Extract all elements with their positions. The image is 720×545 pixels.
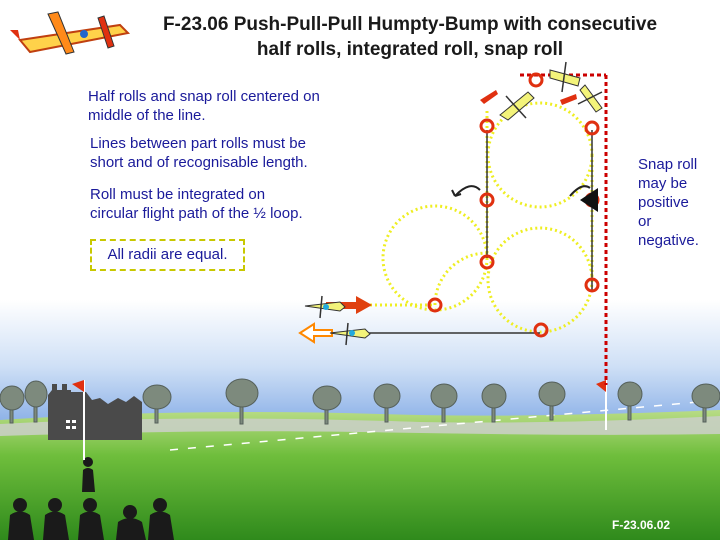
roll-markers bbox=[427, 72, 600, 338]
tree bbox=[312, 385, 342, 425]
judge-figure bbox=[148, 498, 174, 540]
tree bbox=[617, 381, 643, 421]
tree bbox=[691, 383, 720, 423]
roll-marker bbox=[479, 192, 495, 208]
aircraft-top bbox=[549, 61, 581, 93]
roll-marker bbox=[479, 254, 495, 270]
title-line-1: F-23.06 Push-Pull-Pull Humpty-Bump with … bbox=[162, 14, 658, 35]
boxed-note-text: All radii are equal. bbox=[107, 246, 228, 263]
roll-arrow bbox=[569, 185, 591, 197]
note-line: short and of recognisable length. bbox=[90, 154, 308, 171]
note-line: circular flight path of the ½ loop. bbox=[90, 205, 303, 222]
page-title: F-23.06 Push-Pull-Pull Humpty-Bump with … bbox=[120, 12, 700, 62]
roll-arrow bbox=[454, 185, 481, 197]
aircraft-top bbox=[577, 84, 603, 113]
roll-marker bbox=[584, 277, 600, 293]
runway bbox=[0, 416, 720, 436]
title-line-2: half rolls, integrated roll, snap roll bbox=[256, 39, 564, 60]
aircraft-top-group bbox=[480, 61, 603, 121]
tree bbox=[225, 378, 259, 425]
note-lines-between: Lines between part rolls must be short a… bbox=[90, 134, 308, 172]
tree bbox=[24, 380, 48, 423]
grass-field bbox=[0, 410, 720, 540]
note-line: positive bbox=[638, 194, 689, 211]
roll-arrows bbox=[451, 185, 591, 197]
top-half-loop-circle bbox=[486, 101, 594, 209]
roll-marker bbox=[528, 72, 544, 88]
tree bbox=[430, 383, 458, 423]
figure-code-footer: F-23.06.02 bbox=[612, 518, 671, 532]
note-line: may be bbox=[638, 175, 688, 192]
right-flag bbox=[596, 380, 607, 430]
roll-marker bbox=[427, 297, 443, 313]
pilot-figure bbox=[82, 457, 95, 492]
aircraft-exit bbox=[329, 322, 371, 346]
aircraft-small-red bbox=[480, 90, 498, 104]
note-line: or bbox=[638, 213, 652, 230]
roll-marker bbox=[584, 120, 600, 136]
tree bbox=[373, 383, 401, 423]
judge-figure bbox=[116, 505, 146, 540]
roll-marker bbox=[479, 118, 495, 134]
roll-arrowhead bbox=[451, 189, 462, 197]
sky bbox=[0, 300, 720, 420]
note-integrated-roll: Roll must be integrated on circular flig… bbox=[90, 185, 303, 223]
note-line: middle of the line. bbox=[88, 107, 206, 124]
aircraft-small-red bbox=[560, 94, 577, 105]
tree bbox=[0, 385, 25, 424]
note-line: negative. bbox=[638, 232, 699, 249]
flight-path bbox=[330, 101, 594, 334]
tree bbox=[481, 383, 507, 423]
judge-figure bbox=[78, 498, 104, 540]
castle-windows bbox=[66, 420, 76, 429]
note-line: Lines between part rolls must be bbox=[90, 135, 306, 152]
ground-reference-line bbox=[169, 399, 720, 451]
note-line: Half rolls and snap roll centered on bbox=[88, 88, 320, 105]
tree-line bbox=[0, 378, 720, 425]
castle-ruin bbox=[48, 384, 142, 440]
snap-roll-note: Snap roll may be positive or negative. bbox=[638, 155, 699, 250]
first-quarter-loop bbox=[433, 251, 488, 306]
boxed-note: All radii are equal. bbox=[90, 239, 245, 271]
roll-marker bbox=[533, 322, 549, 338]
judge-figure bbox=[43, 498, 69, 540]
judge-figure bbox=[8, 498, 34, 540]
tree bbox=[538, 381, 566, 421]
aircraft-top bbox=[499, 91, 535, 121]
snap-roll-symbol bbox=[580, 188, 598, 212]
note-centered: Half rolls and snap roll centered on mid… bbox=[88, 87, 320, 125]
tree bbox=[142, 384, 172, 424]
logo-airplane bbox=[10, 11, 131, 55]
left-flag bbox=[72, 380, 85, 460]
note-line: Roll must be integrated on bbox=[90, 186, 266, 203]
aircraft-entry bbox=[304, 295, 346, 319]
judges-group bbox=[8, 457, 174, 540]
note-line: Snap roll bbox=[638, 156, 698, 173]
